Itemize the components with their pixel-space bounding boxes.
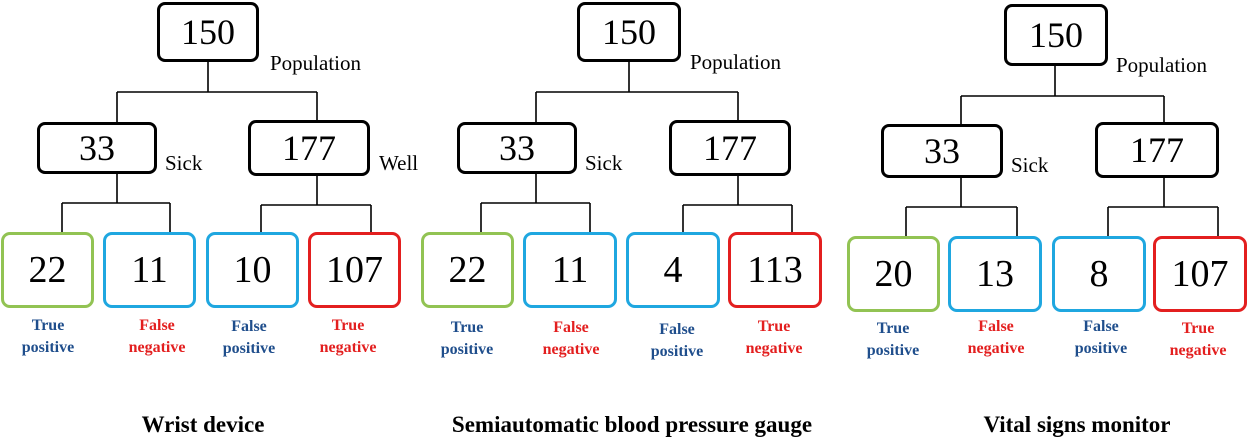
true-negative-value: 113 — [747, 249, 803, 291]
population-value: 150 — [1029, 15, 1083, 55]
population-box: 150 — [157, 2, 259, 62]
false-positive-label: False positive — [222, 318, 276, 357]
true-positive-label: True positive — [866, 320, 920, 359]
connector-lines — [905, 66, 1219, 236]
false-negative-value: 11 — [131, 249, 168, 291]
well-value: 177 — [282, 128, 336, 168]
population-label: Population — [1116, 53, 1208, 77]
true-negative-box: 107 — [1153, 236, 1247, 312]
well-value: 177 — [1130, 130, 1184, 170]
tree-semiautomatic-gauge: 150 Population 33 Sick 177 22 11 4 113 T… — [418, 0, 838, 442]
true-negative-value: 107 — [1171, 253, 1229, 295]
true-negative-label: True negative — [1169, 320, 1227, 359]
well-label: Well — [379, 151, 419, 175]
false-positive-value: 4 — [663, 249, 683, 291]
false-positive-value: 8 — [1089, 253, 1109, 295]
true-negative-label: True negative — [745, 318, 803, 357]
sick-label: Sick — [165, 151, 203, 175]
false-negative-value: 11 — [551, 249, 589, 291]
true-negative-box: 113 — [728, 232, 822, 308]
tree-vital-signs-monitor: 150 Population 33 Sick 177 20 13 8 107 T… — [846, 0, 1248, 442]
false-negative-label: False negative — [128, 317, 186, 356]
sick-label: Sick — [585, 151, 623, 175]
population-label: Population — [690, 50, 782, 74]
caption-vital-signs-monitor: Vital signs monitor — [983, 412, 1171, 437]
tree-wrist-device: 150 Population 33 Sick 177 Well 22 11 10… — [0, 0, 420, 442]
population-value: 150 — [181, 12, 235, 52]
false-negative-box: 11 — [523, 232, 617, 308]
sick-box: 33 — [881, 124, 1003, 178]
true-positive-box: 22 — [421, 232, 514, 308]
false-negative-box: 13 — [948, 236, 1042, 312]
false-positive-label: False positive — [1074, 318, 1128, 357]
sick-label: Sick — [1011, 153, 1049, 177]
well-value: 177 — [703, 128, 757, 168]
true-positive-value: 20 — [874, 253, 913, 295]
false-negative-label: False negative — [542, 319, 600, 358]
population-box: 150 — [1004, 4, 1108, 66]
sick-box: 33 — [457, 122, 577, 174]
false-negative-box: 11 — [103, 232, 196, 308]
false-negative-value: 13 — [976, 253, 1014, 295]
true-positive-label: True positive — [440, 319, 494, 358]
connector-lines — [61, 62, 372, 232]
well-box: 177 — [248, 120, 370, 176]
true-positive-value: 22 — [28, 249, 67, 291]
true-negative-value: 107 — [326, 249, 383, 291]
false-positive-value: 10 — [233, 249, 272, 291]
population-box: 150 — [577, 2, 681, 62]
false-positive-box: 10 — [206, 232, 299, 308]
true-positive-value: 22 — [448, 249, 487, 291]
population-value: 150 — [602, 12, 656, 52]
sick-box: 33 — [37, 122, 157, 174]
caption-wrist-device: Wrist device — [141, 412, 265, 437]
sick-value: 33 — [499, 128, 535, 168]
population-label: Population — [270, 51, 362, 75]
true-negative-box: 107 — [308, 232, 401, 308]
false-positive-box: 4 — [626, 232, 720, 308]
false-positive-label: False positive — [650, 321, 704, 360]
well-box: 177 — [1095, 122, 1219, 178]
true-negative-label: True negative — [319, 317, 377, 356]
true-positive-box: 22 — [1, 232, 94, 308]
sick-value: 33 — [79, 128, 115, 168]
true-positive-label: True positive — [21, 317, 75, 356]
false-negative-label: False negative — [967, 318, 1025, 357]
caption-semiautomatic-gauge: Semiautomatic blood pressure gauge — [451, 412, 813, 437]
false-positive-box: 8 — [1052, 236, 1146, 312]
connector-lines — [480, 62, 793, 232]
true-positive-box: 20 — [847, 236, 940, 312]
sick-value: 33 — [924, 131, 960, 171]
well-box: 177 — [669, 120, 791, 176]
